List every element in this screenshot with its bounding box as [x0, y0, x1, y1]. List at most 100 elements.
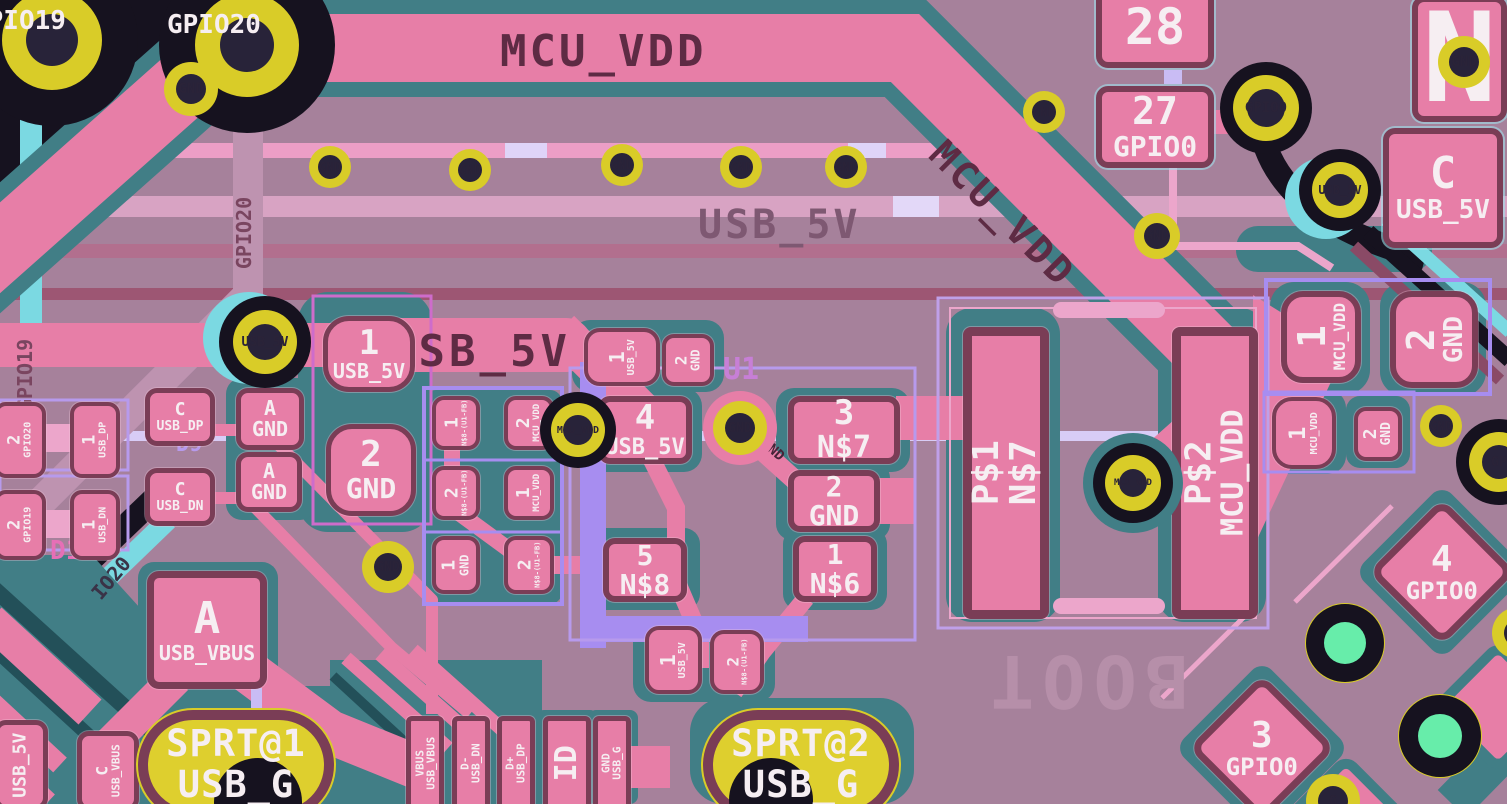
via-gnd[interactable]: GND: [720, 146, 762, 188]
via-mcuvdd[interactable]: MCU_VDD: [1105, 455, 1161, 511]
pad-net: GND: [250, 480, 288, 504]
pad-conn-id[interactable]: ID: [543, 716, 591, 804]
via-gnd[interactable]: GND: [825, 146, 867, 188]
pad-27-net: GPIO0: [1112, 130, 1198, 164]
pad-u1-3-n7[interactable]: 3 N$7: [788, 396, 900, 464]
net-label-usb-5v-ghost: USB_5V: [698, 202, 861, 248]
pad-net: N$8-(U1-FB): [460, 399, 469, 447]
pad-u1-4-usb5v[interactable]: 4 USB_5V: [598, 396, 692, 464]
pad-net: GND: [345, 472, 397, 506]
pad-conn-dn[interactable]: D-USB_DN: [452, 716, 490, 804]
via-gnd[interactable]: GND: [1023, 91, 1065, 133]
pad-net: USB_G: [611, 746, 624, 780]
pad-net: USB_5V: [605, 435, 685, 461]
via-gnd[interactable]: GND: [164, 62, 218, 116]
pad-net: USB_VBUS: [109, 744, 123, 798]
net-label-usb-5v-main[interactable]: USB_5V: [388, 326, 571, 377]
via-gnd[interactable]: GND: [309, 146, 351, 188]
pad-number: 5: [636, 538, 654, 572]
pad-u1-1-n6[interactable]: 1 N$6: [793, 536, 877, 602]
via-gnd[interactable]: GND: [1134, 213, 1180, 259]
pad-a-gnd-2[interactable]: A GND: [236, 452, 302, 512]
pad-number: 4: [634, 397, 656, 438]
pad-conn-dp[interactable]: D+USB_DP: [497, 716, 535, 804]
via-gnd[interactable]: GND: [449, 149, 491, 191]
net-label-mcu-vdd-top[interactable]: MCU_VDD: [500, 26, 707, 77]
pad-number: VBUS: [412, 749, 426, 777]
pad-capL-1-usb5v[interactable]: 1 USB_5V: [323, 316, 415, 392]
pad-number: 2: [441, 487, 463, 499]
pad-number: C: [174, 398, 186, 420]
pad-c-usb5v[interactable]: C USB_5V: [1383, 128, 1503, 248]
pad-d-usbdn-cathode[interactable]: C USB_DN: [145, 468, 215, 526]
via-gnd[interactable]: GND: [1438, 36, 1490, 88]
pad-28[interactable]: 28: [1096, 0, 1214, 68]
pad-a-gnd-1[interactable]: A GND: [236, 388, 304, 450]
via-gnd[interactable]: GND: [362, 541, 414, 593]
via-gnd[interactable]: GND: [1420, 405, 1462, 447]
pad-number: A: [262, 459, 276, 483]
pad-number: 3: [833, 393, 855, 434]
pad-net: N$8-(U1-FB): [533, 541, 542, 589]
pad-net: USB_VBUS: [424, 736, 438, 790]
pad-net: GPIO20: [22, 421, 34, 459]
pad-a-usbvbus[interactable]: A USB_VBUS: [147, 571, 267, 689]
pad-net: USB_DP: [97, 421, 109, 459]
via-edge[interactable]: [1492, 607, 1507, 659]
pad-u1-5-n8[interactable]: 5 N$8: [603, 538, 687, 602]
refdes-u1: U1: [723, 352, 760, 387]
pad-number: 3: [1251, 714, 1273, 756]
pad-number: 1: [441, 417, 463, 429]
pad-u1-2-gnd[interactable]: 2 GND: [788, 470, 880, 532]
via-gnd[interactable]: GND: [601, 144, 643, 186]
via-mcuvdd[interactable]: MCU_VDD: [551, 403, 605, 457]
via-gpio0[interactable]: GPIO0: [1233, 75, 1299, 141]
pad-usb5v-corner[interactable]: USB_5V: [0, 720, 48, 804]
pad-number: 2: [4, 519, 25, 531]
pad-net: MCU_VDD: [532, 404, 543, 442]
pad-27-gpio0[interactable]: 27 GPIO0: [1096, 86, 1214, 168]
via-usb5v[interactable]: USB_5V: [1312, 162, 1368, 218]
via-gnd[interactable]: GND: [713, 401, 767, 455]
pad-c-usb5v-net: USB_5V: [1396, 195, 1490, 226]
pad-net: N$7: [1003, 440, 1044, 506]
pad-number: 1: [1285, 426, 1311, 440]
pad-net: GND: [1379, 422, 1395, 446]
mounting-hole-center: [1324, 622, 1366, 664]
via-usb5v[interactable]: USB_5V: [233, 310, 297, 374]
pad-number: 1: [513, 487, 535, 499]
pad-number: 1: [826, 537, 844, 571]
pad-number: 1: [656, 653, 681, 667]
net-label-gpio20-vertical: GPIO20: [232, 196, 256, 270]
pad-capL-2-gnd[interactable]: 2 GND: [326, 424, 416, 516]
pad-d-usbdp-cathode[interactable]: C USB_DP: [145, 388, 215, 446]
pad-net: USB_DP: [515, 743, 528, 783]
pad-net: GND: [251, 417, 289, 441]
